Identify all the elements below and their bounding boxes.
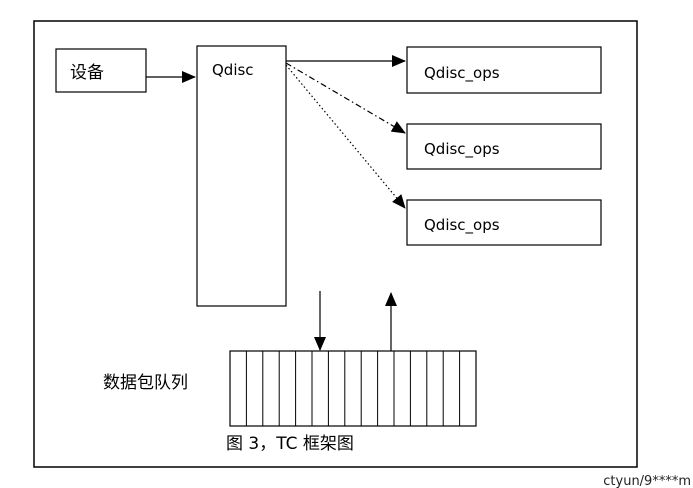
arrow-qdisc-to-ops-3 xyxy=(285,64,406,209)
diagram-caption: 图 3，TC 框架图 xyxy=(226,434,354,454)
arrow-qdisc-to-ops-2 xyxy=(285,62,406,134)
qdisc-label: Qdisc xyxy=(212,61,254,79)
qdisc-ops-box-2 xyxy=(406,123,602,170)
device-box xyxy=(55,48,147,93)
device-label: 设备 xyxy=(70,63,104,83)
queue-label: 数据包队列 xyxy=(103,373,188,393)
packet-queue-cells xyxy=(245,351,461,426)
qdisc-ops-label-1: Qdisc_ops xyxy=(424,64,500,83)
qdisc-ops-box-3 xyxy=(406,199,602,246)
packet-queue xyxy=(229,350,477,427)
qdisc-ops-box-1 xyxy=(406,46,602,94)
packet-queue-outline xyxy=(229,350,477,427)
watermark: ctyun/9****m xyxy=(603,474,691,488)
qdisc-box xyxy=(196,45,287,307)
qdisc-ops-label-3: Qdisc_ops xyxy=(424,216,500,235)
qdisc-ops-label-2: Qdisc_ops xyxy=(424,140,500,159)
